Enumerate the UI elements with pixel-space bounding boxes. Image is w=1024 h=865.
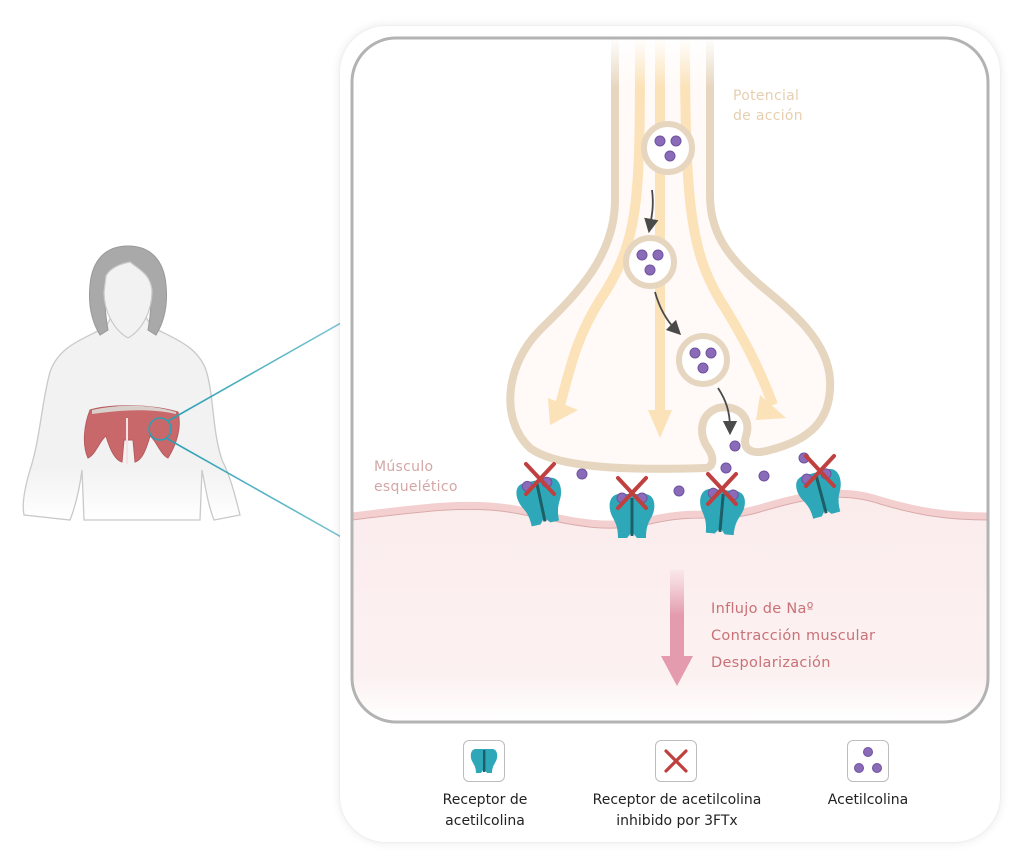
- vesicle: [623, 235, 677, 289]
- acetylcholine-molecules: [576, 440, 810, 497]
- legend-acetylcholine-box: [847, 740, 889, 782]
- effect-arrow-head: [661, 656, 693, 686]
- muscle-label: Músculo esquelético: [374, 457, 458, 497]
- arrow-head-right: [756, 395, 786, 420]
- acetylcholine-icon: [854, 747, 882, 773]
- action-potential-label: Potencial de acción: [733, 86, 803, 126]
- muscle-membrane: [352, 489, 988, 528]
- zoom-circle: [148, 417, 172, 441]
- transport-arrow: [717, 387, 738, 436]
- face: [103, 261, 153, 339]
- effect-arrow-shaft: [670, 570, 684, 660]
- legend-receptor-line-1: Receptor de: [442, 792, 528, 808]
- inhibitor-x-mark: [706, 472, 738, 506]
- inhibitor-x-mark: [804, 454, 836, 488]
- receptor-icon: [470, 749, 498, 773]
- inhibitor-x-mark: [616, 476, 648, 510]
- legend-receptor-label: Receptor de acetilcolina: [375, 790, 595, 832]
- legend-acetylcholine-line-1: Acetilcolina: [827, 792, 909, 808]
- effect-muscle-contraction: Contracción muscular: [711, 628, 876, 644]
- legend-inhibited-line-2: inhibido por 3FTx: [616, 813, 738, 829]
- legend-receptor-box: [463, 740, 505, 782]
- vesicle: [641, 121, 695, 175]
- arrow-head-left: [548, 398, 578, 425]
- receptor-channel: [814, 476, 828, 514]
- muscle-line-1: Músculo: [374, 459, 434, 475]
- receptor-channel: [718, 493, 725, 533]
- diaphragm: [83, 405, 180, 463]
- action-potential-line-2: de acción: [733, 108, 803, 124]
- legend-inhibited-box: [655, 740, 697, 782]
- legend-acetylcholine-label: Acetilcolina: [758, 790, 978, 811]
- effect-depolarization: Despolarización: [711, 655, 831, 671]
- legend-inhibited-label: Receptor de acetilcolina inhibido por 3F…: [567, 790, 787, 832]
- transport-arrow: [654, 291, 682, 336]
- muscle-line-2: esquelético: [374, 479, 458, 495]
- vesicle: [676, 333, 730, 387]
- action-potential-line-1: Potencial: [733, 88, 800, 104]
- inner-frame: [350, 36, 990, 724]
- effect-sodium-influx: Influjo de Naº: [711, 601, 814, 617]
- arrow-head-center: [648, 410, 672, 438]
- legend-receptor-line-2: acetilcolina: [445, 813, 525, 829]
- red-x-icon: [664, 749, 688, 773]
- receptor-channel: [630, 498, 634, 536]
- inhibitor-x-mark: [524, 462, 556, 496]
- receptor-channel: [535, 483, 547, 522]
- transport-arrow: [644, 189, 659, 234]
- legend-inhibited-line-1: Receptor de acetilcolina: [592, 792, 762, 808]
